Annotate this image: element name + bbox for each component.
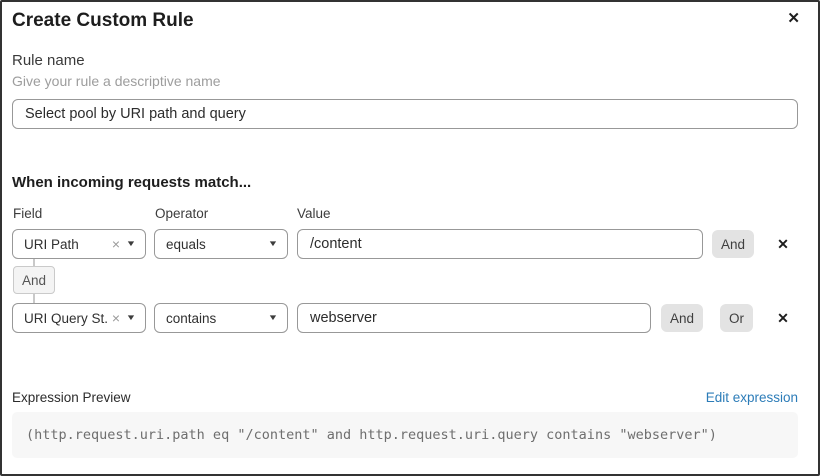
row1-operator-value: equals bbox=[166, 236, 206, 252]
row2-field-value: URI Query St... bbox=[24, 310, 108, 326]
row2-and-button[interactable]: And bbox=[661, 304, 703, 332]
chevron-down-icon: ▼ bbox=[125, 313, 137, 322]
row2-operator-select[interactable]: contains ▼ bbox=[154, 303, 288, 333]
row1-and-button[interactable]: And bbox=[712, 230, 754, 258]
clear-icon[interactable]: × bbox=[111, 310, 121, 326]
rule-name-label: Rule name bbox=[12, 52, 85, 69]
row1-value-input[interactable] bbox=[297, 229, 703, 259]
row2-field-select[interactable]: URI Query St... × ▼ bbox=[12, 303, 146, 333]
row1-remove-icon[interactable]: ✕ bbox=[772, 230, 794, 258]
row1-field-select[interactable]: URI Path × ▼ bbox=[12, 229, 146, 259]
rule-name-helper: Give your rule a descriptive name bbox=[12, 73, 221, 89]
expression-code-block: (http.request.uri.path eq "/content" and… bbox=[12, 412, 798, 458]
value-column-label: Value bbox=[297, 206, 331, 221]
field-column-label: Field bbox=[13, 206, 43, 221]
match-heading: When incoming requests match... bbox=[12, 174, 252, 191]
dialog-title: Create Custom Rule bbox=[12, 10, 194, 31]
chevron-down-icon: ▼ bbox=[267, 313, 279, 322]
row1-operator-select[interactable]: equals ▼ bbox=[154, 229, 288, 259]
and-connector-chip: And bbox=[13, 266, 55, 294]
rule-name-input[interactable] bbox=[12, 99, 798, 129]
connector-line-bottom bbox=[33, 294, 35, 303]
connector-line-top bbox=[33, 259, 35, 267]
row2-remove-icon[interactable]: ✕ bbox=[772, 304, 794, 332]
close-icon[interactable]: ✕ bbox=[783, 7, 804, 30]
clear-icon[interactable]: × bbox=[111, 236, 121, 252]
operator-column-label: Operator bbox=[155, 206, 209, 221]
chevron-down-icon: ▼ bbox=[125, 239, 137, 248]
row1-field-value: URI Path bbox=[24, 236, 79, 252]
expression-code: (http.request.uri.path eq "/content" and… bbox=[26, 427, 717, 443]
chevron-down-icon: ▼ bbox=[267, 239, 279, 248]
row2-or-button[interactable]: Or bbox=[720, 304, 753, 332]
row2-operator-value: contains bbox=[166, 310, 217, 326]
expression-preview-label: Expression Preview bbox=[12, 390, 131, 405]
edit-expression-link[interactable]: Edit expression bbox=[705, 390, 798, 405]
row2-value-input[interactable] bbox=[297, 303, 651, 333]
